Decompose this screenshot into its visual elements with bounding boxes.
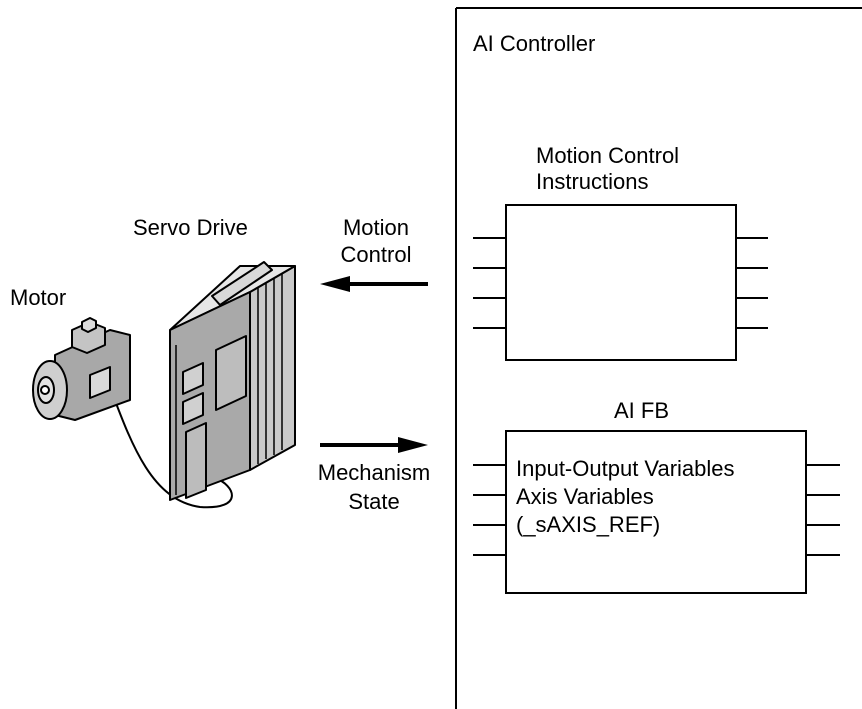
ai-fb-block: [473, 430, 840, 594]
servo-drive-illustration: [169, 261, 296, 501]
fb-block-output-pins: [806, 464, 840, 556]
fb-block-line1: Input-Output Variables: [516, 456, 735, 481]
motor-illustration: [32, 317, 131, 421]
motor-cable: [107, 381, 233, 509]
controller-frame: [455, 7, 862, 709]
mechanism-state-label-line1: Mechanism: [317, 460, 431, 485]
motion-control-arrow: [320, 276, 428, 292]
mechanism-state-label-line2: State: [348, 489, 400, 514]
motion-block-output-pins: [736, 237, 768, 329]
fb-block-title: AI FB: [614, 398, 670, 423]
motion-block-title-line1: Motion Control: [536, 143, 680, 168]
servo-drive-label: Servo Drive: [133, 215, 248, 240]
controller-title: AI Controller: [473, 31, 596, 56]
fb-block-line3: (_sAXIS_REF): [516, 512, 661, 537]
motor-label: Motor: [10, 285, 67, 310]
mechanism-state-arrow: [320, 437, 428, 453]
motion-control-instructions-block: [473, 204, 768, 361]
motion-control-label-line2: Control: [340, 242, 412, 267]
motion-control-label-line1: Motion: [342, 215, 410, 240]
fb-block-input-pins: [473, 464, 506, 556]
fb-block-line2: Axis Variables: [516, 484, 654, 509]
motion-block-title-line2: Instructions: [536, 169, 649, 194]
motion-block-input-pins: [473, 237, 506, 329]
